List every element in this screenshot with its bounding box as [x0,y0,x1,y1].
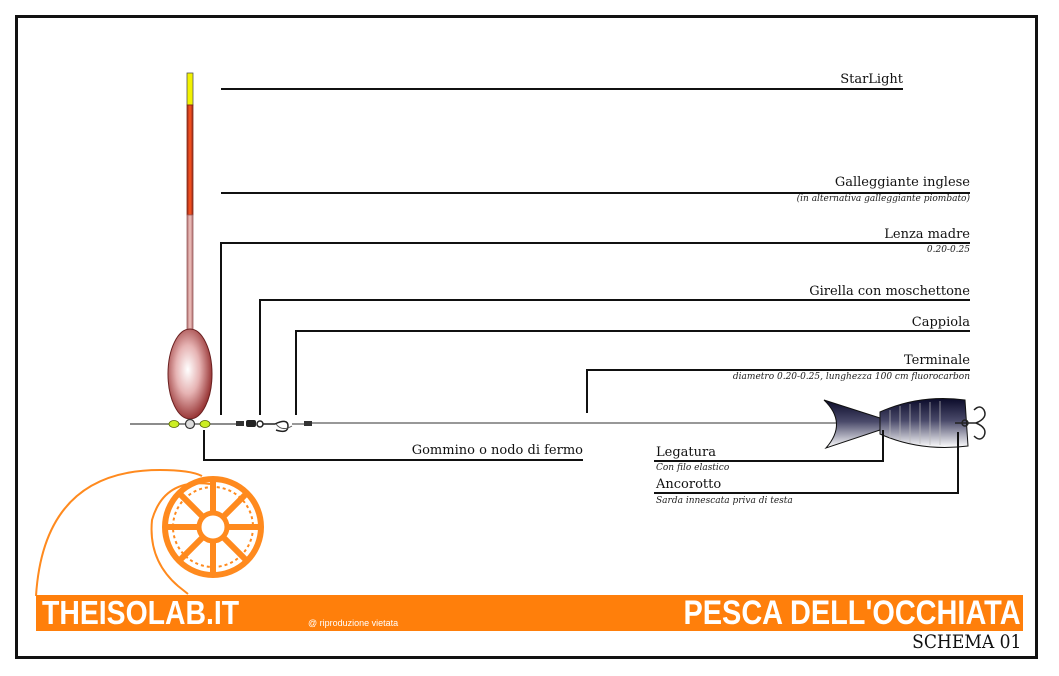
label-ancorotto: Ancorotto [656,477,722,492]
label-girella: Girella con moschettone [809,284,970,299]
leader-cappiola [295,330,970,415]
copyright-text: @ riproduzione vietata [308,618,399,628]
logo-icon [35,468,264,597]
stopper-beads [168,418,211,430]
swivel-icon [236,420,312,433]
leader-legatura [654,430,884,462]
label-lenza-sub: 0.20-0.25 [926,245,970,255]
leader-lines [203,88,970,494]
brand-logo-text[interactable]: THEISOLAB.IT [42,594,240,631]
label-galleggiante-sub: (in alternativa galleggiante piombato) [796,194,970,204]
schema-label: SCHEMA 01 [911,631,1021,653]
label-legatura-sub: Con filo elastico [656,463,730,473]
label-starlight: StarLight [840,72,903,87]
leader-girella [259,299,970,415]
label-lenza: Lenza madre [884,227,970,242]
page-title: PESCA DELL'OCCHIATA [683,594,1021,632]
label-galleggiante: Galleggiante inglese [834,175,970,190]
label-cappiola: Cappiola [911,315,970,330]
sardine-bait-icon [823,398,969,450]
leader-terminale [586,369,970,413]
label-gommino: Gommino o nodo di fermo [411,443,583,458]
leader-gommino [203,430,583,461]
label-ancorotto-sub: Sarda innescata priva di testa [656,496,793,506]
leader-lenza [220,242,970,415]
label-terminale-sub: diametro 0.20-0.25, lunghezza 100 cm flu… [732,372,970,382]
leader-ancorotto [654,432,959,494]
footer-banner [36,595,1023,631]
label-legatura: Legatura [656,445,716,460]
float-icon [167,72,213,424]
treble-hook-icon [955,406,986,440]
label-terminale: Terminale [903,353,970,368]
